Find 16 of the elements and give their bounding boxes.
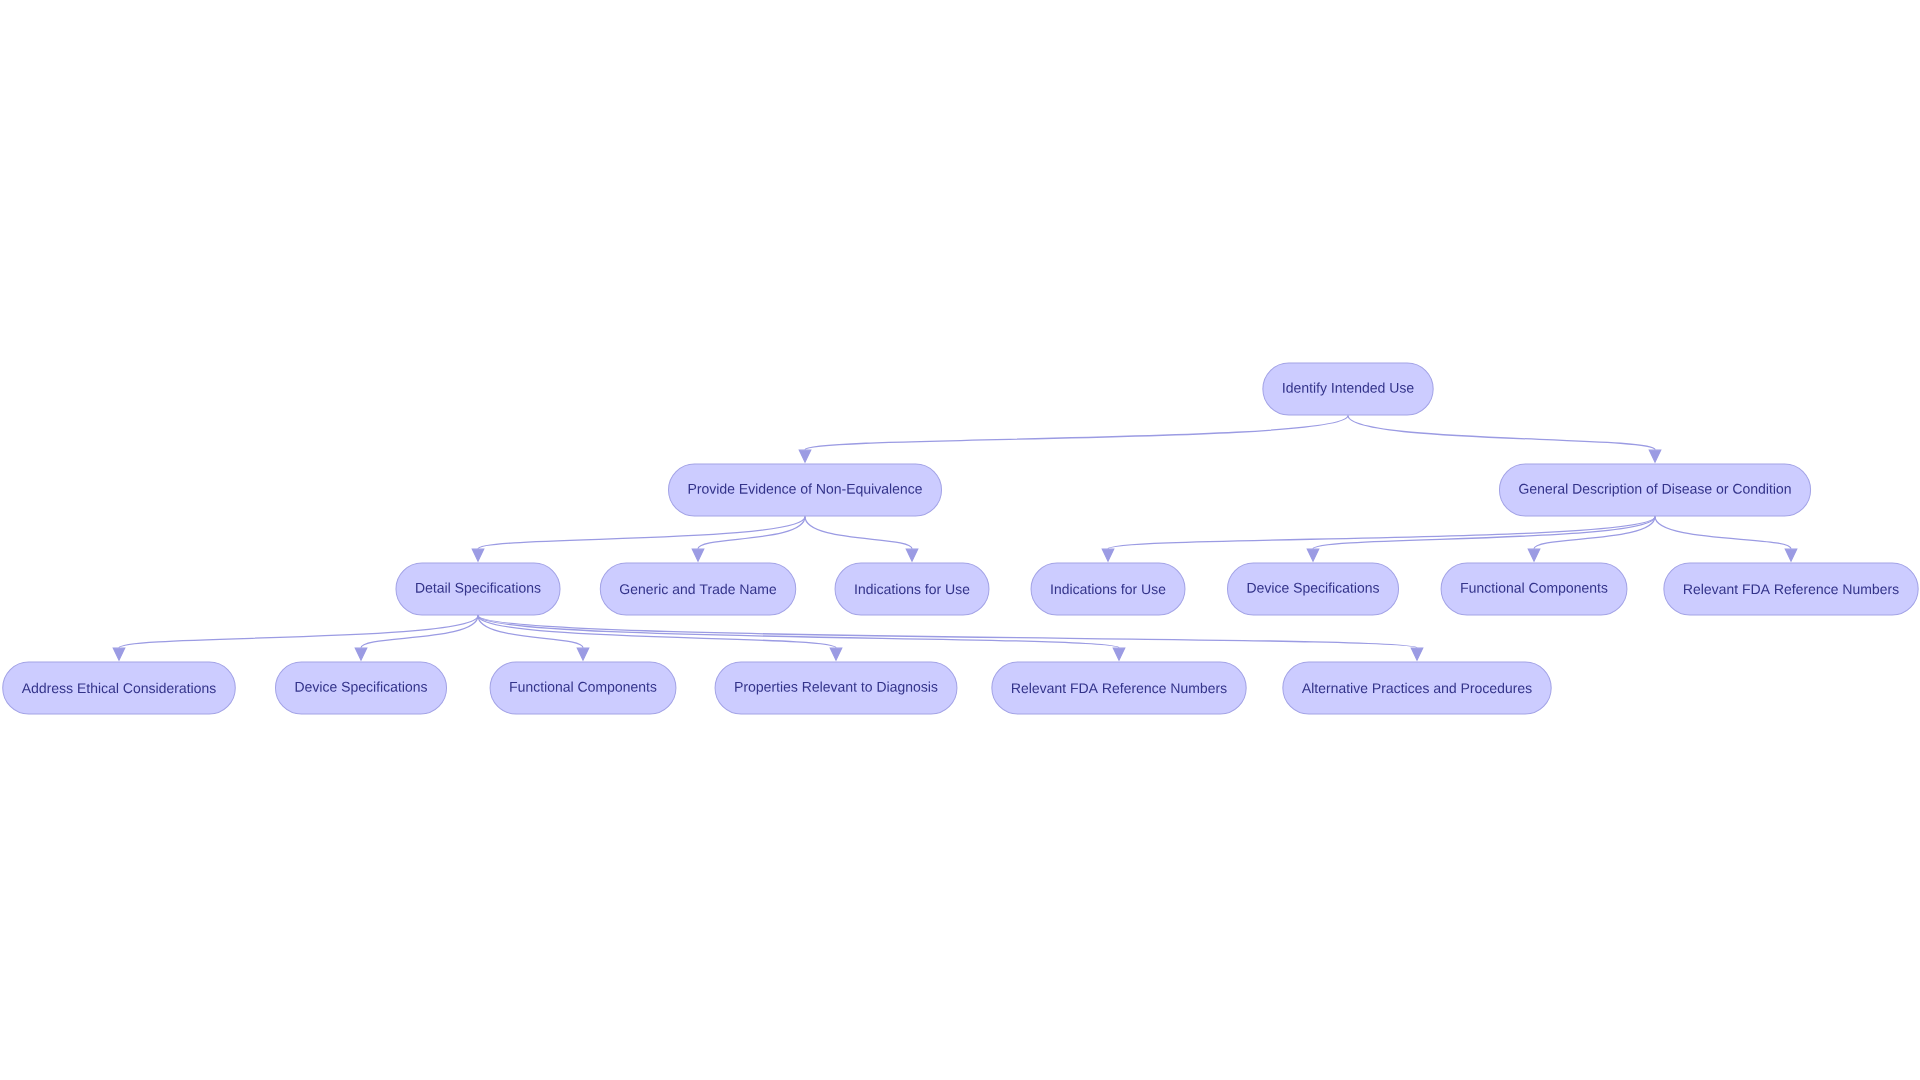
- rounded-box: Detail Specifications: [395, 562, 561, 616]
- rounded-box: Device Specifications: [1227, 562, 1400, 616]
- rounded-box: Functional Components: [1440, 562, 1628, 616]
- rounded-box: Provide Evidence of Non-Equivalence: [668, 463, 942, 517]
- rounded-box: Properties Relevant to Diagnosis: [714, 661, 958, 715]
- rounded-box: Alternative Practices and Procedures: [1282, 661, 1552, 715]
- rounded-box: Indications for Use: [834, 562, 990, 616]
- rounded-box: Device Specifications: [275, 661, 448, 715]
- rounded-box: Generic and Trade Name: [599, 562, 797, 616]
- rounded-box: Indications for Use: [1030, 562, 1186, 616]
- rounded-box: Address Ethical Considerations: [2, 661, 236, 715]
- rounded-box: Relevant FDA Reference Numbers: [1663, 562, 1919, 616]
- rounded-box: Relevant FDA Reference Numbers: [991, 661, 1247, 715]
- rounded-box: Functional Components: [489, 661, 677, 715]
- rounded-box: Identify Intended Use: [1262, 362, 1434, 416]
- rounded-box: General Description of Disease or Condition: [1498, 463, 1812, 517]
